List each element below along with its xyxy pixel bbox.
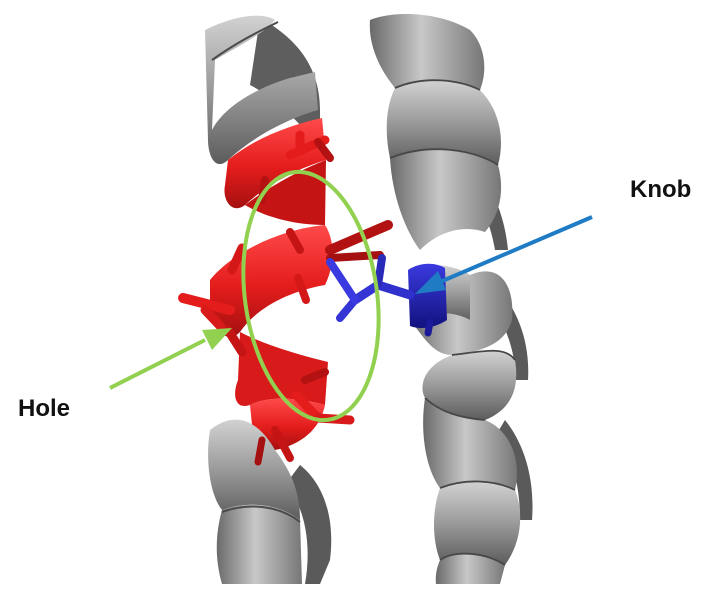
right-helix-turn-top: [370, 14, 485, 90]
right-helix-turn-7: [434, 481, 520, 565]
knob-label: Knob: [630, 178, 691, 202]
left-helix-red-band-2: [210, 225, 333, 337]
right-helix-turn-3: [390, 149, 501, 250]
hole-label: Hole: [18, 397, 70, 421]
right-helix: [330, 14, 533, 584]
left-helix-turn-bottom-2: [217, 505, 302, 584]
hole-arrow-icon: [110, 328, 232, 388]
